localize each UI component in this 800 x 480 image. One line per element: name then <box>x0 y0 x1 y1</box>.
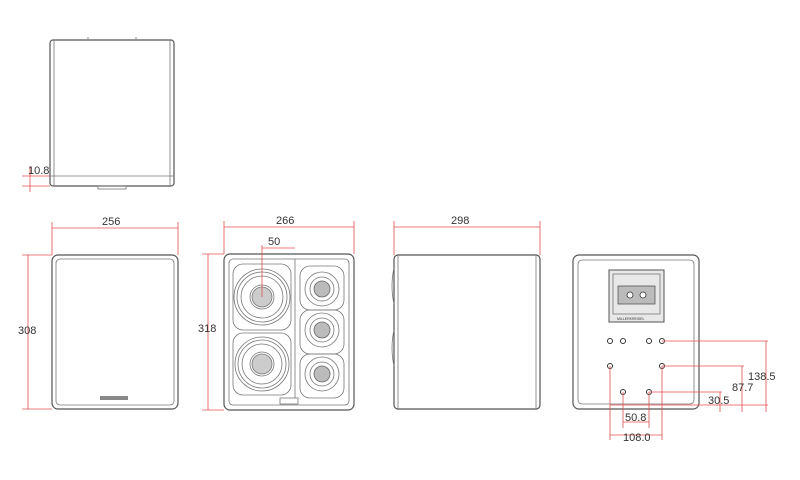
front-logo-plate <box>279 397 299 405</box>
dim-label-87-7: 87.7 <box>732 382 753 394</box>
dim-label-266: 266 <box>276 215 294 227</box>
dim-driver-center: 50 <box>261 236 295 297</box>
dim-label-50: 50 <box>268 236 280 248</box>
terminal-plate: MILLERKREISEL <box>608 269 665 323</box>
dim-label-50-8: 50.8 <box>625 412 646 424</box>
dim-label-138-5: 138.5 <box>748 371 776 383</box>
rear-dimensions: 138.5 87.7 30.5 50.8 108.0 <box>609 340 776 444</box>
dim-side-width: 256 <box>51 216 179 255</box>
rear-view: MILLERKREISEL <box>572 254 700 410</box>
side-view <box>51 254 179 410</box>
front-view <box>223 253 355 411</box>
woofer-lower <box>232 332 292 396</box>
dim-depth: 298 <box>393 215 541 255</box>
dim-label-298: 298 <box>451 215 469 227</box>
dim-label-10-8: 10.8 <box>28 165 49 177</box>
depth-view <box>391 254 541 410</box>
dim-label-256: 256 <box>102 216 120 228</box>
dim-top-edge: 10.8 <box>22 165 50 192</box>
dim-front-height: 318 <box>198 253 224 411</box>
dim-front-width: 266 <box>223 215 355 254</box>
dim-label-108: 108.0 <box>623 432 651 444</box>
rear-brand-logo: MILLERKREISEL <box>617 317 644 321</box>
tweeter-bottom <box>299 353 345 399</box>
dim-label-30-5: 30.5 <box>708 395 729 407</box>
side-logo-plate <box>100 396 128 400</box>
woofer-upper <box>232 263 292 331</box>
dim-label-318: 318 <box>198 323 216 335</box>
top-view <box>49 37 175 190</box>
tweeter-top <box>299 265 345 311</box>
tweeter-middle <box>299 309 345 355</box>
dim-side-height: 308 <box>18 254 52 410</box>
dim-label-308: 308 <box>18 325 36 337</box>
mounting-holes <box>607 338 665 395</box>
